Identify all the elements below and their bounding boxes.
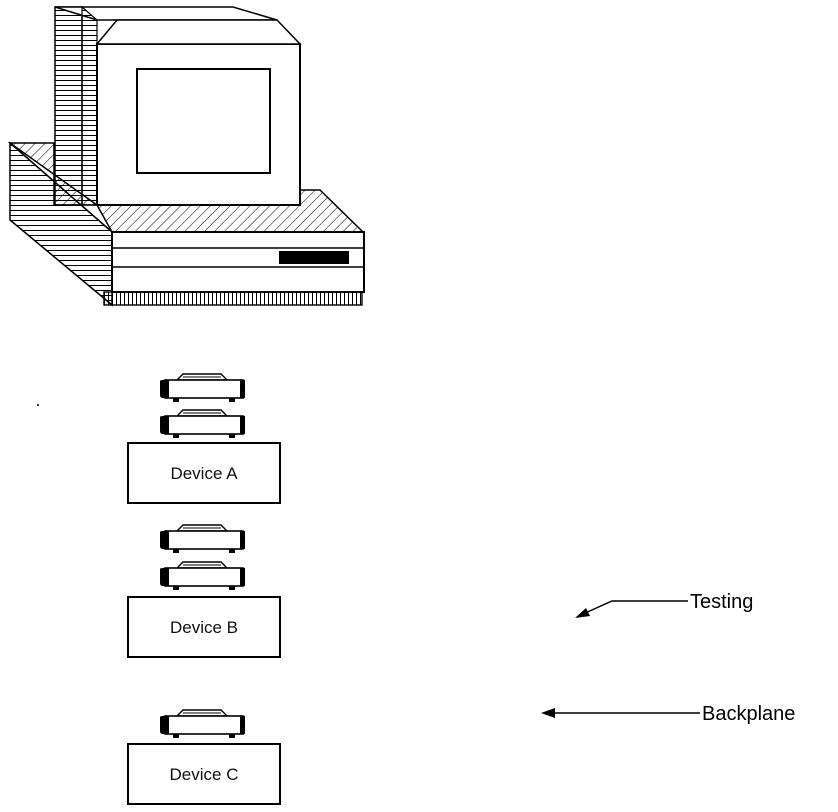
backplane-label: Backplane (702, 703, 795, 725)
serial-connector-icon (159, 373, 246, 402)
device-a-label: Device A (170, 464, 238, 483)
serial-connector-icon (159, 524, 246, 553)
backplane-callout: Backplane (541, 703, 795, 725)
device-c-label: Device C (170, 765, 239, 784)
arrow-head-icon (541, 708, 555, 718)
testing-label: Testing (690, 591, 753, 613)
device-b-box (127, 596, 281, 658)
desktop-computer-icon (7, 5, 365, 307)
serial-connector-icon (159, 709, 246, 738)
device-b: Device B (127, 524, 281, 658)
device-b-label: Device B (170, 618, 238, 637)
arrow-head-icon (575, 608, 590, 618)
serial-connector-icon (159, 561, 246, 590)
device-a-box (127, 442, 281, 504)
device-c-box (127, 743, 281, 805)
device-c: Device C (127, 709, 281, 805)
serial-connector-icon (159, 409, 246, 438)
stray-mark (37, 404, 39, 406)
testing-callout: Testing (575, 591, 753, 618)
device-a: Device A (127, 373, 281, 504)
